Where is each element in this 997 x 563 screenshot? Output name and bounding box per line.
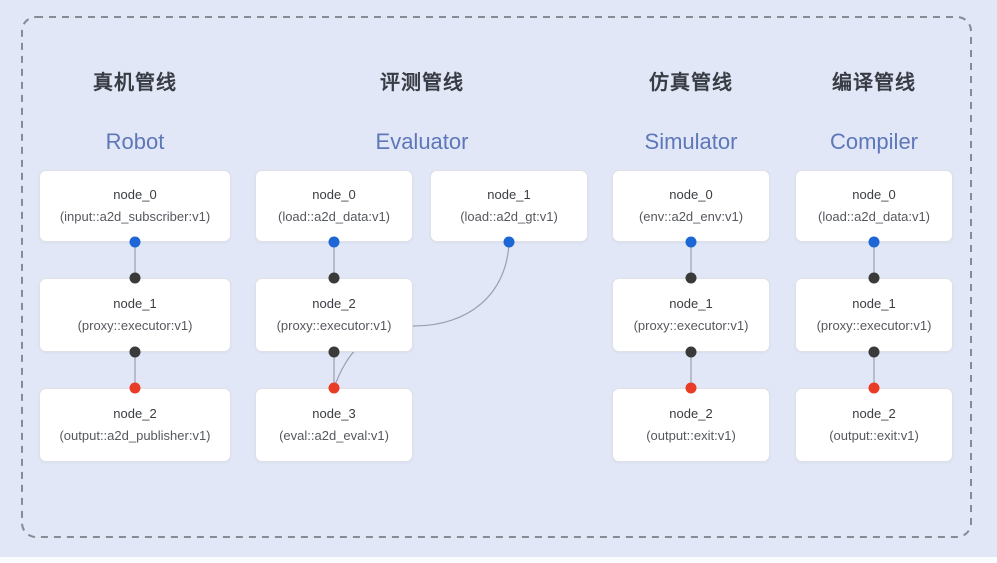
node-name: node_2: [852, 406, 896, 421]
output-port-dot: [685, 346, 697, 358]
node-type: (proxy::executor:v1): [276, 318, 392, 333]
node-name: node_0: [852, 187, 896, 202]
output-port-dot: [129, 236, 141, 248]
pipeline-title-robot: 真机管线: [93, 72, 177, 94]
node-type: (load::a2d_gt:v1): [460, 209, 558, 224]
output-port-dot: [129, 346, 141, 358]
input-port-dot: [129, 272, 141, 284]
output-port-dot: [868, 346, 880, 358]
node-type: (load::a2d_data:v1): [277, 209, 391, 224]
node-type: (output::exit:v1): [829, 428, 919, 443]
node-box-evaluator-node1: node_1 (load::a2d_gt:v1): [430, 170, 588, 242]
node-box-evaluator-node0: node_0 (load::a2d_data:v1): [255, 170, 413, 242]
node-box-simulator-node2: node_2 (output::exit:v1): [612, 388, 770, 462]
node-name: node_2: [669, 406, 713, 421]
input-port-dot: [868, 272, 880, 284]
pipeline-title-compiler: 编译管线: [832, 72, 916, 94]
node-name: node_0: [312, 187, 356, 202]
pipeline-title-simulator: 仿真管线: [649, 72, 733, 94]
sink-port-dot: [129, 382, 141, 394]
pipeline-subtitle-simulator: Simulator: [644, 129, 738, 154]
bottom-edge-strip: [0, 557, 997, 563]
output-port-dot: [328, 346, 340, 358]
pipeline-header-simulator: 仿真管线 Simulator: [591, 66, 791, 155]
node-box-evaluator-node3: node_3 (eval::a2d_eval:v1): [255, 388, 413, 462]
pipeline-header-evaluator: 评测管线 Evaluator: [322, 66, 522, 155]
node-type: (output::a2d_publisher:v1): [59, 428, 211, 443]
output-port-dot: [868, 236, 880, 248]
sink-port-dot: [868, 382, 880, 394]
output-port-dot: [328, 236, 340, 248]
pipeline-subtitle-evaluator: Evaluator: [375, 129, 469, 154]
node-box-compiler-node2: node_2 (output::exit:v1): [795, 388, 953, 462]
node-box-robot-node0: node_0 (input::a2d_subscriber:v1): [39, 170, 231, 242]
node-type: (proxy::executor:v1): [633, 318, 749, 333]
node-name: node_1: [852, 296, 896, 311]
pipeline-header-robot: 真机管线 Robot: [35, 66, 235, 155]
node-name: node_2: [113, 406, 157, 421]
node-box-robot-node1: node_1 (proxy::executor:v1): [39, 278, 231, 352]
input-port-dot: [685, 272, 697, 284]
dashed-boundary: [21, 16, 972, 538]
node-name: node_0: [113, 187, 157, 202]
node-box-simulator-node1: node_1 (proxy::executor:v1): [612, 278, 770, 352]
sink-port-dot: [685, 382, 697, 394]
node-type: (eval::a2d_eval:v1): [279, 428, 389, 443]
node-name: node_1: [487, 187, 531, 202]
node-name: node_1: [669, 296, 713, 311]
node-type: (proxy::executor:v1): [816, 318, 932, 333]
node-name: node_2: [312, 296, 356, 311]
node-box-simulator-node0: node_0 (env::a2d_env:v1): [612, 170, 770, 242]
node-name: node_1: [113, 296, 157, 311]
output-port-dot: [685, 236, 697, 248]
pipeline-subtitle-compiler: Compiler: [829, 129, 919, 154]
node-type: (proxy::executor:v1): [77, 318, 193, 333]
node-box-compiler-node1: node_1 (proxy::executor:v1): [795, 278, 953, 352]
node-box-compiler-node0: node_0 (load::a2d_data:v1): [795, 170, 953, 242]
node-type: (output::exit:v1): [646, 428, 736, 443]
node-type: (env::a2d_env:v1): [638, 209, 744, 224]
sink-port-dot: [328, 382, 340, 394]
input-port-dot: [328, 272, 340, 284]
pipeline-header-compiler: 编译管线 Compiler: [774, 66, 974, 155]
node-name: node_0: [669, 187, 713, 202]
node-name: node_3: [312, 406, 356, 421]
output-port-dot: [503, 236, 515, 248]
node-type: (input::a2d_subscriber:v1): [59, 209, 211, 224]
pipeline-subtitle-robot: Robot: [105, 129, 165, 154]
node-box-evaluator-node2: node_2 (proxy::executor:v1): [255, 278, 413, 352]
node-type: (load::a2d_data:v1): [817, 209, 931, 224]
node-box-robot-node2: node_2 (output::a2d_publisher:v1): [39, 388, 231, 462]
pipeline-title-evaluator: 评测管线: [380, 72, 464, 94]
